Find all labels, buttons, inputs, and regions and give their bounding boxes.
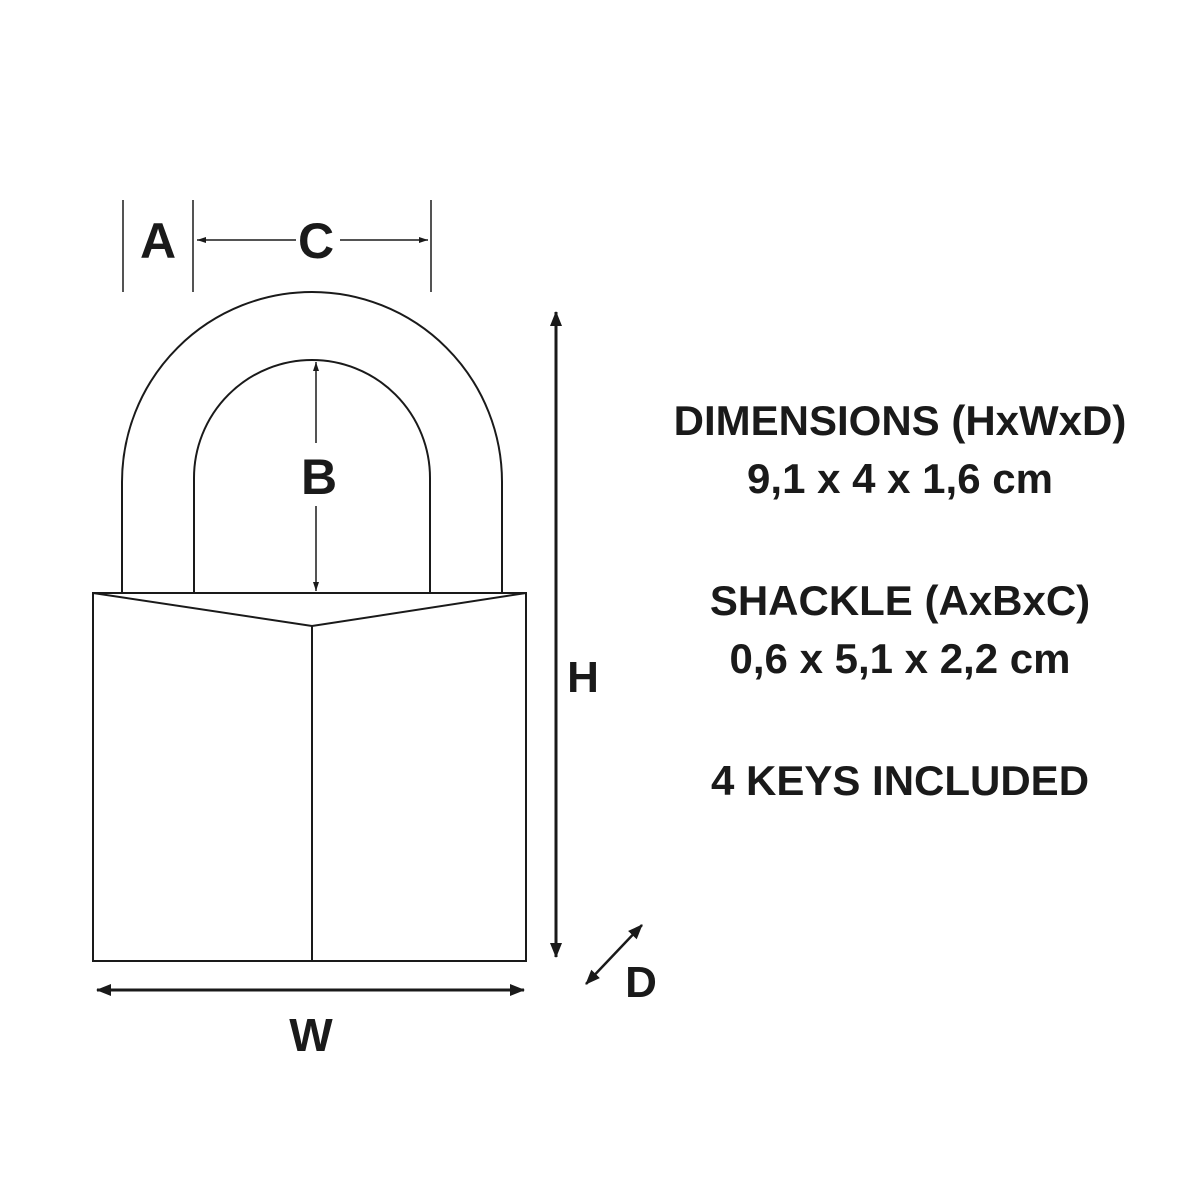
spacer [600, 508, 1200, 572]
spacer [600, 688, 1200, 752]
dimensions-title: DIMENSIONS (HxWxD) [673, 397, 1127, 444]
shackle-value: 0,6 x 5,1 x 2,2 cm [729, 635, 1071, 682]
label-a: A [140, 213, 176, 269]
shackle-outer-arc [121, 291, 503, 593]
shackle [121, 291, 503, 593]
dimension-d-arrow [585, 924, 643, 985]
label-c: C [298, 213, 334, 269]
lock-body [92, 592, 527, 962]
label-b: B [301, 449, 337, 505]
keys-included: 4 KEYS INCLUDED [710, 757, 1090, 804]
shackle-title: SHACKLE (AxBxC) [709, 577, 1091, 624]
lock-body-top-bevel [92, 592, 527, 628]
dimensions-spec: DIMENSIONS (HxWxD) 9,1 x 4 x 1,6 cm [600, 392, 1200, 508]
label-d: D [625, 958, 657, 1007]
dimensions-value: 9,1 x 4 x 1,6 cm [747, 455, 1053, 502]
lock-body-outline [92, 592, 527, 962]
shackle-inner-arc [193, 359, 431, 593]
label-h: H [567, 653, 599, 702]
label-w: W [289, 1009, 333, 1061]
shackle-spec: SHACKLE (AxBxC) 0,6 x 5,1 x 2,2 cm [600, 572, 1200, 688]
shackle-width-guides [122, 200, 432, 292]
specifications-panel: DIMENSIONS (HxWxD) 9,1 x 4 x 1,6 cm SHAC… [600, 392, 1200, 810]
keys-spec: 4 KEYS INCLUDED [600, 752, 1200, 810]
